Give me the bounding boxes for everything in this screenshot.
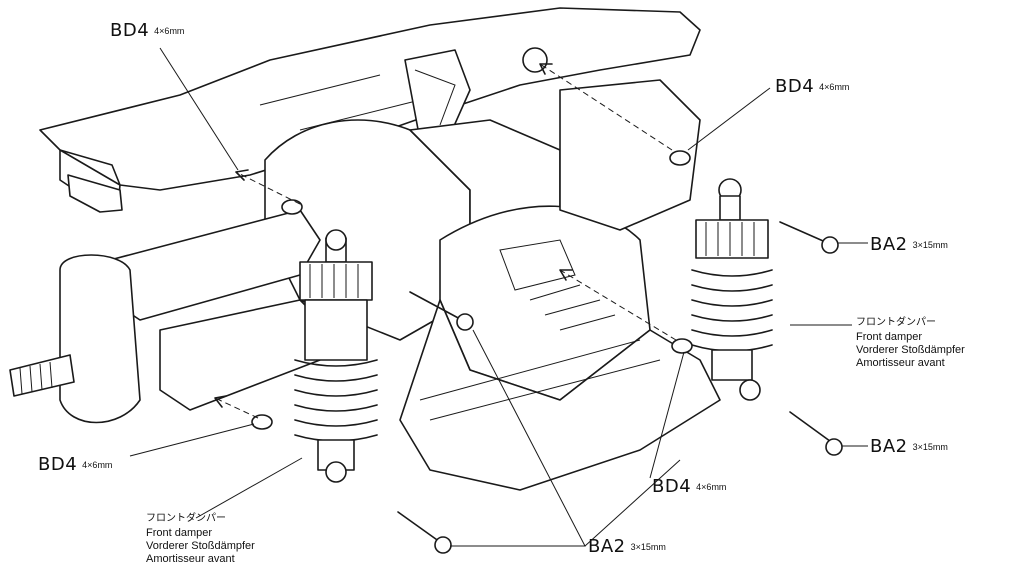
- damper-en: Front damper: [856, 331, 923, 343]
- label-ba2-right-lower: BA2 3×15mm: [870, 438, 948, 456]
- damper-de: Vorderer Stoßdämpfer: [146, 540, 255, 552]
- lower-arm: [9, 209, 331, 424]
- damper-fr: Amortisseur avant: [856, 357, 945, 369]
- label-bd4-top-left: BD4 4×6mm: [110, 22, 184, 40]
- part-code: BA2: [870, 436, 908, 457]
- assembly-arrows: [214, 63, 677, 419]
- part-code: BD4: [775, 76, 815, 97]
- right-damper: [691, 178, 773, 401]
- part-size: 4×6mm: [696, 482, 727, 492]
- part-size: 4×6mm: [154, 26, 185, 36]
- part-size: 4×6mm: [819, 82, 850, 92]
- part-size: 3×15mm: [912, 442, 948, 452]
- part-code: BD4: [652, 476, 692, 497]
- label-bd4-bottom-left: BD4 4×6mm: [38, 456, 112, 474]
- part-code: BD4: [38, 454, 78, 475]
- part-size: 3×15mm: [912, 240, 948, 250]
- part-code: BA2: [870, 234, 908, 255]
- part-code: BD4: [110, 20, 150, 41]
- left-damper: [294, 229, 378, 483]
- damper-fr: Amortisseur avant: [146, 553, 235, 565]
- leader-lines: [129, 47, 868, 547]
- damper-en: Front damper: [146, 527, 213, 539]
- label-ba2-right-upper: BA2 3×15mm: [870, 236, 948, 254]
- label-bd4-top-right: BD4 4×6mm: [775, 78, 849, 96]
- collars: [251, 150, 693, 430]
- part-size: 4×6mm: [82, 460, 113, 470]
- part-size: 3×15mm: [630, 542, 666, 552]
- label-ba2-bottom: BA2 3×15mm: [588, 538, 666, 556]
- label-bd4-bottom-mid: BD4 4×6mm: [652, 478, 726, 496]
- damper-de: Vorderer Stoßdämpfer: [856, 344, 965, 356]
- label-damper-left: フロントダンパー Front damper Vorderer Stoßdämpf…: [146, 512, 255, 566]
- damper-jp: フロントダンパー: [146, 513, 226, 524]
- part-code: BA2: [588, 536, 626, 557]
- screws: [397, 221, 843, 554]
- label-damper-right: フロントダンパー Front damper Vorderer Stoßdämpf…: [856, 316, 965, 370]
- damper-jp: フロントダンパー: [856, 317, 936, 328]
